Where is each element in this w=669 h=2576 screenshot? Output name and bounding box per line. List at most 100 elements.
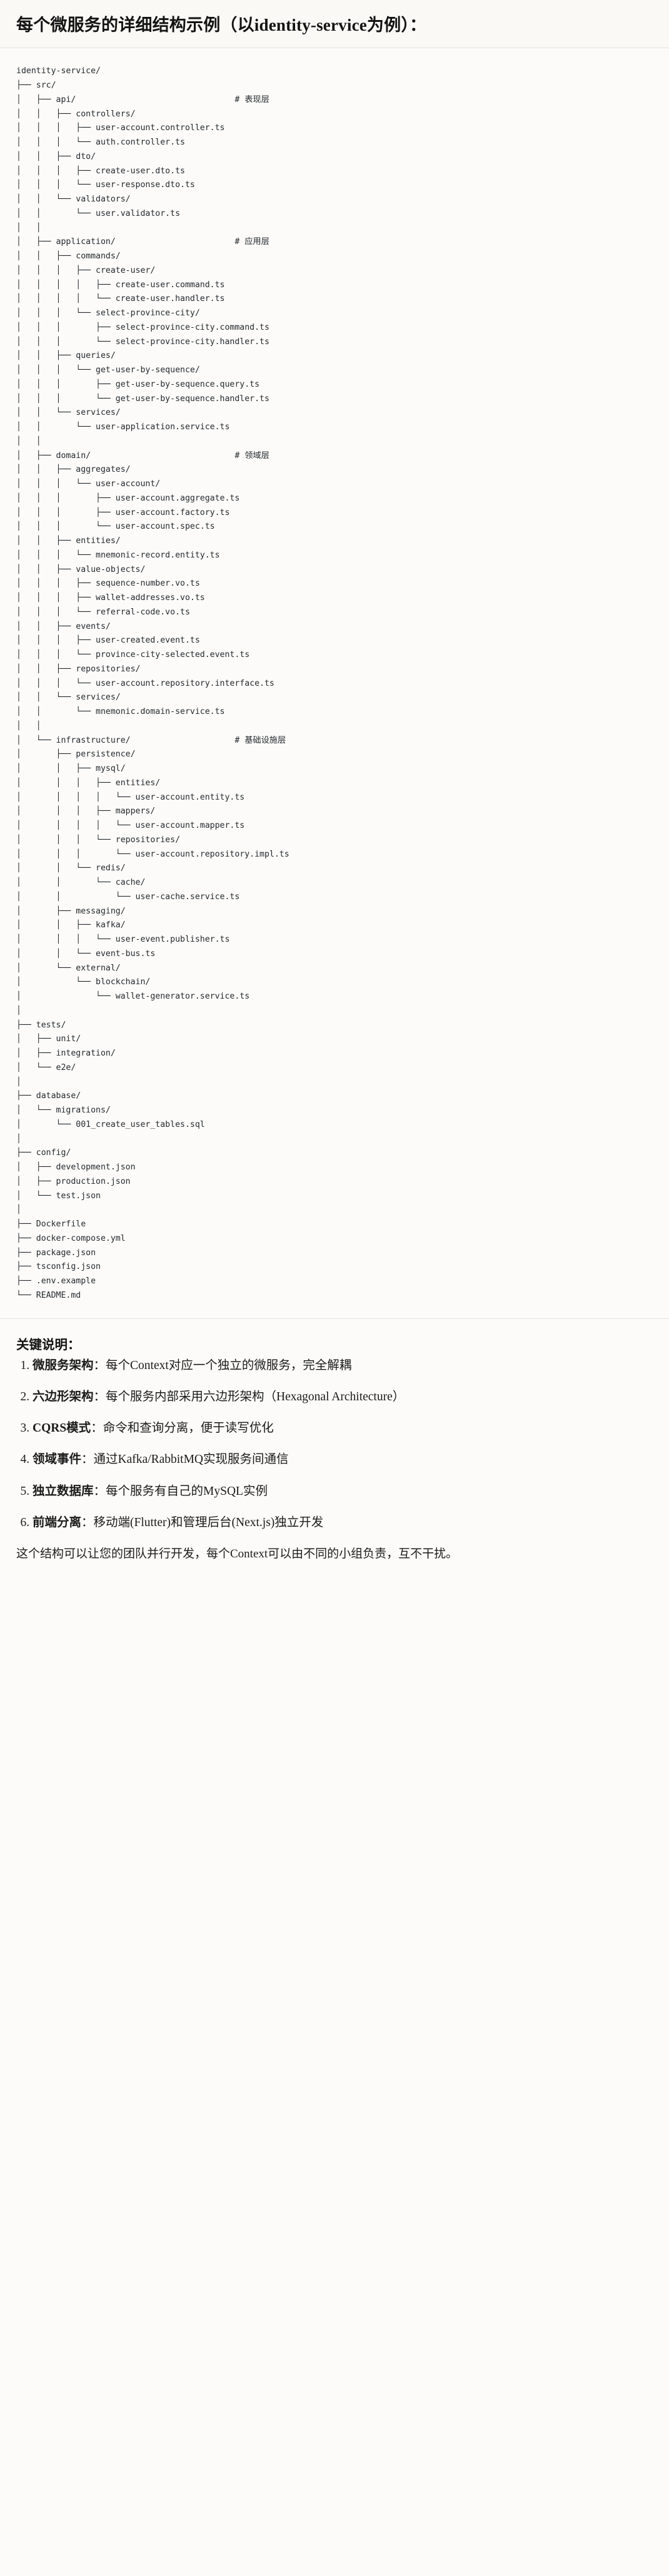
key-note-description: 每个Context对应一个独立的微服务，完全解耦 bbox=[106, 1358, 352, 1372]
tree-line: │ │ │ ├── sequence-number.vo.ts bbox=[16, 579, 200, 589]
tree-line: │ ├── messaging/ bbox=[16, 906, 126, 916]
tree-line: │ ├── unit/ bbox=[16, 1034, 81, 1044]
tree-line: │ │ ├── controllers/ bbox=[16, 109, 136, 119]
tree-line: │ │ │ ├── entities/ bbox=[16, 778, 161, 788]
tree-line: │ │ │ ├── mappers/ bbox=[16, 807, 156, 817]
tree-line: │ │ │ └── user-account.spec.ts bbox=[16, 522, 215, 532]
page-root: 每个微服务的详细结构示例（以identity-service为例）： ident… bbox=[0, 0, 669, 1581]
tree-line: │ │ │ └── user-account.repository.impl.t… bbox=[16, 849, 289, 859]
tree-line: │ │ │ └── user-response.dto.ts bbox=[16, 180, 195, 190]
key-note-term: CQRS模式 bbox=[33, 1422, 91, 1435]
tree-line: │ │ bbox=[16, 223, 41, 233]
tree-line: │ └── blockchain/ bbox=[16, 977, 151, 987]
tree-line: │ │ │ │ └── create-user.handler.ts bbox=[16, 294, 225, 304]
tree-line: │ │ │ ├── user-created.event.ts bbox=[16, 636, 200, 646]
tree-line: │ │ └── event-bus.ts bbox=[16, 949, 156, 959]
tree-line: │ ├── development.json bbox=[16, 1163, 136, 1173]
tree-line: │ └── external/ bbox=[16, 963, 121, 973]
tree-line: │ ├── integration/ bbox=[16, 1049, 116, 1059]
tree-line: │ │ │ ├── user-account.aggregate.ts bbox=[16, 493, 240, 503]
tree-line: │ │ │ │ ├── create-user.command.ts bbox=[16, 280, 225, 290]
tree-line: │ │ └── user-cache.service.ts bbox=[16, 892, 240, 902]
directory-tree: identity-service/ ├── src/ │ ├── api/ # … bbox=[16, 64, 653, 1303]
tree-line: │ │ │ └── select-province-city/ bbox=[16, 308, 200, 318]
tree-line: │ bbox=[16, 1134, 21, 1144]
tree-line: │ └── 001_create_user_tables.sql bbox=[16, 1119, 205, 1129]
tree-line: │ │ ├── repositories/ bbox=[16, 664, 141, 674]
key-note-item: CQRS模式：命令和查询分离，便于读写优化 bbox=[33, 1419, 653, 1437]
key-note-separator: ： bbox=[93, 1390, 106, 1403]
tree-line: │ │ └── mnemonic.domain-service.ts bbox=[16, 707, 225, 717]
key-note-separator: ： bbox=[81, 1515, 94, 1529]
directory-tree-block: identity-service/ ├── src/ │ ├── api/ # … bbox=[0, 48, 669, 1312]
tree-line: │ │ │ └── user-event.publisher.ts bbox=[16, 935, 230, 945]
key-note-separator: ： bbox=[81, 1453, 94, 1467]
tree-line-comment: # 基础设施层 bbox=[234, 735, 286, 745]
key-note-separator: ： bbox=[93, 1358, 106, 1372]
page-title: 每个微服务的详细结构示例（以identity-service为例）： bbox=[16, 16, 427, 34]
key-note-description: 通过Kafka/RabbitMQ实现服务间通信 bbox=[93, 1453, 289, 1467]
tree-line: │ └── migrations/ bbox=[16, 1106, 111, 1116]
page-header: 每个微服务的详细结构示例（以identity-service为例）： bbox=[0, 0, 669, 49]
key-note-term: 前端分离 bbox=[33, 1515, 82, 1529]
tree-line: │ ├── api/ bbox=[16, 94, 235, 104]
tree-line: │ │ ├── aggregates/ bbox=[16, 465, 131, 475]
tree-line: │ │ ├── dto/ bbox=[16, 151, 96, 161]
tree-line: │ │ │ ├── user-account.controller.ts bbox=[16, 123, 225, 133]
key-note-item: 独立数据库：每个服务有自己的MySQL实例 bbox=[33, 1482, 653, 1500]
tree-line: │ │ │ ├── create-user.dto.ts bbox=[16, 166, 185, 176]
tree-line: ├── tests/ bbox=[16, 1020, 66, 1030]
tree-line: │ │ └── user.validator.ts bbox=[16, 208, 181, 218]
key-note-item: 六边形架构：每个服务内部采用六边形架构（Hexagonal Architectu… bbox=[33, 1388, 653, 1406]
tree-line: │ │ │ └── select-province-city.handler.t… bbox=[16, 337, 269, 347]
tree-line: │ │ │ └── repositories/ bbox=[16, 835, 181, 845]
tree-line: ├── config/ bbox=[16, 1148, 71, 1158]
tree-line: │ │ │ ├── create-user/ bbox=[16, 265, 156, 275]
tree-line: │ │ └── services/ bbox=[16, 693, 121, 703]
key-note-term: 独立数据库 bbox=[33, 1484, 94, 1498]
tree-line-comment: # 领域层 bbox=[234, 451, 269, 461]
key-note-separator: ： bbox=[91, 1422, 103, 1435]
tree-line: │ │ │ └── mnemonic-record.entity.ts bbox=[16, 550, 220, 560]
tree-line: │ ├── persistence/ bbox=[16, 750, 136, 760]
tree-line: │ ├── production.json bbox=[16, 1176, 131, 1186]
tree-line: │ │ │ └── user-account.repository.interf… bbox=[16, 678, 274, 688]
tree-line: │ bbox=[16, 1205, 21, 1215]
tree-line: │ └── infrastructure/ bbox=[16, 735, 235, 745]
tree-line: │ │ │ │ └── user-account.entity.ts bbox=[16, 792, 245, 802]
tree-line: │ │ └── services/ bbox=[16, 408, 121, 418]
tree-line: │ │ └── redis/ bbox=[16, 863, 126, 873]
tree-line: ├── Dockerfile bbox=[16, 1219, 86, 1229]
tree-line: ├── docker-compose.yml bbox=[16, 1233, 126, 1243]
tree-line: │ │ │ └── auth.controller.ts bbox=[16, 138, 185, 148]
tree-line: │ └── wallet-generator.service.ts bbox=[16, 992, 250, 1002]
tree-line: │ └── e2e/ bbox=[16, 1062, 76, 1072]
tree-line: │ │ └── cache/ bbox=[16, 878, 146, 888]
tree-line: ├── database/ bbox=[16, 1091, 81, 1101]
tree-line: │ │ │ └── referral-code.vo.ts bbox=[16, 607, 190, 617]
tree-line: │ │ ├── kafka/ bbox=[16, 920, 126, 930]
tree-line: │ │ ├── value-objects/ bbox=[16, 564, 146, 574]
key-note-description: 命令和查询分离，便于读写优化 bbox=[103, 1422, 274, 1435]
key-note-item: 微服务架构：每个Context对应一个独立的微服务，完全解耦 bbox=[33, 1357, 653, 1375]
key-note-item: 前端分离：移动端(Flutter)和管理后台(Next.js)独立开发 bbox=[33, 1514, 653, 1532]
tree-line: │ │ │ └── get-user-by-sequence.handler.t… bbox=[16, 394, 269, 404]
tree-line: │ │ │ └── get-user-by-sequence/ bbox=[16, 365, 200, 375]
tree-line: │ │ │ ├── get-user-by-sequence.query.ts bbox=[16, 379, 260, 389]
tree-line: │ │ ├── events/ bbox=[16, 621, 111, 631]
key-note-description: 每个服务内部采用六边形架构（Hexagonal Architecture） bbox=[106, 1390, 405, 1403]
tree-line: │ │ ├── entities/ bbox=[16, 536, 121, 546]
tree-line: │ ├── domain/ bbox=[16, 451, 235, 461]
key-notes-list: 微服务架构：每个Context对应一个独立的微服务，完全解耦六边形架构：每个服务… bbox=[16, 1357, 653, 1532]
tree-line: identity-service/ bbox=[16, 66, 101, 76]
tree-line: ├── package.json bbox=[16, 1248, 96, 1258]
tree-line: │ │ │ │ └── user-account.mapper.ts bbox=[16, 821, 245, 831]
tree-line-comment: # 表现层 bbox=[234, 94, 269, 104]
key-notes-section: 关键说明： 微服务架构：每个Context对应一个独立的微服务，完全解耦六边形架… bbox=[0, 1318, 669, 1581]
tree-line: │ │ │ ├── user-account.factory.ts bbox=[16, 507, 230, 517]
tree-line: │ │ │ └── user-account/ bbox=[16, 479, 161, 489]
tree-line: │ │ ├── queries/ bbox=[16, 351, 116, 361]
tree-line: │ │ │ ├── wallet-addresses.vo.ts bbox=[16, 593, 205, 603]
tree-line: │ └── test.json bbox=[16, 1191, 101, 1201]
tree-line: │ │ └── validators/ bbox=[16, 195, 131, 205]
